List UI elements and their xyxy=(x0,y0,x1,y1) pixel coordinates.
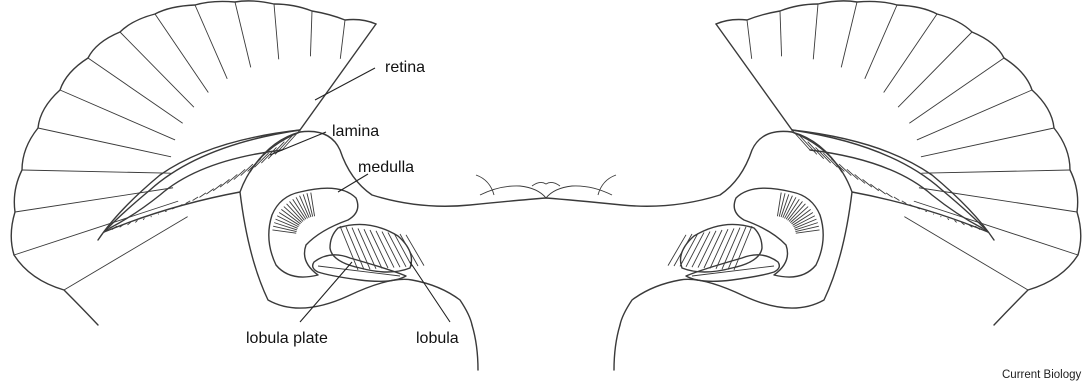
lamina-hatch xyxy=(863,179,872,187)
retina-spoke xyxy=(865,5,897,79)
lamina-hatch xyxy=(823,153,837,167)
retina-spoke xyxy=(195,5,227,79)
right-optic-lobe-group xyxy=(546,1,1081,325)
retina-spoke xyxy=(813,4,818,59)
label-retina: retina xyxy=(385,59,425,76)
right-lobula xyxy=(668,224,762,272)
retina-spoke xyxy=(88,58,183,123)
label-lamina: lamina xyxy=(332,123,379,140)
right-lamina xyxy=(792,130,988,232)
lamina-hatch xyxy=(199,193,205,197)
right-retina xyxy=(716,1,1081,325)
left-retina xyxy=(11,1,376,325)
credit-text: Current Biology xyxy=(1002,369,1082,381)
lamina-hatch xyxy=(220,179,229,187)
left-lamina xyxy=(104,130,300,232)
lamina-hatch xyxy=(193,197,199,201)
retina-spoke xyxy=(14,201,178,255)
lamina-hatch xyxy=(855,174,865,183)
label-medulla: medulla xyxy=(358,159,414,176)
central-brain xyxy=(472,175,620,370)
lamina-hatch xyxy=(886,193,892,197)
retina-spoke xyxy=(22,170,171,173)
retina-spoke xyxy=(38,128,171,157)
retina-spoke xyxy=(235,2,251,67)
retina-spoke xyxy=(904,217,1028,290)
retina-spoke xyxy=(909,58,1004,123)
retina-spoke xyxy=(841,2,857,67)
retina-spoke xyxy=(64,217,188,290)
label-medulla-group: medulla xyxy=(338,159,414,192)
label-lobula-plate-group: lobula plate xyxy=(246,262,352,347)
retina-spoke xyxy=(917,90,1032,140)
retina-spoke xyxy=(884,14,937,93)
retina-spoke xyxy=(747,20,752,59)
retina-spoke xyxy=(60,90,175,140)
retina-spoke xyxy=(914,201,1078,255)
retina-spoke xyxy=(921,170,1070,173)
retina-spoke xyxy=(155,14,208,93)
retina-spoke xyxy=(310,11,312,56)
lamina-hatch xyxy=(894,197,900,201)
retina-spoke xyxy=(120,32,194,107)
label-retina-group: retina xyxy=(315,59,425,100)
label-lobula: lobula xyxy=(416,330,459,347)
left-lobula xyxy=(330,224,424,272)
retina-spoke xyxy=(274,4,279,59)
left-optic-lobe-group xyxy=(11,1,546,325)
right-brain-outline xyxy=(620,132,988,325)
lamina-hatch xyxy=(948,218,949,220)
lamina-hatch xyxy=(234,169,245,179)
lamina-hatch xyxy=(847,169,858,179)
lamina-hatch xyxy=(878,189,885,195)
lamina-hatch xyxy=(254,153,268,167)
retina-spoke xyxy=(921,128,1054,157)
retina-spoke xyxy=(340,20,345,59)
left-brain-outline xyxy=(104,132,472,325)
lamina-hatch xyxy=(206,189,213,195)
lamina-hatch xyxy=(143,218,144,220)
retina-spoke xyxy=(898,32,972,107)
lamina-hatch xyxy=(227,174,237,183)
label-lobula-group: lobula xyxy=(410,262,459,347)
label-lobula-plate: lobula plate xyxy=(246,330,328,347)
retina-spoke xyxy=(780,11,782,56)
